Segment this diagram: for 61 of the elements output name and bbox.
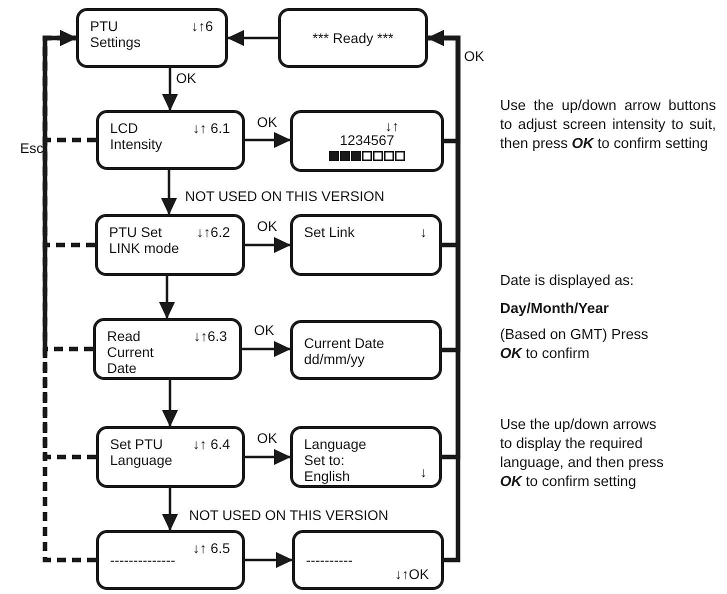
screen-box <box>96 110 245 170</box>
menu-index: ↓↑OK <box>394 566 429 582</box>
menu-index: ↓ <box>420 464 427 480</box>
arrow <box>245 132 291 148</box>
arrow <box>162 380 178 427</box>
arrow <box>242 341 291 357</box>
screen-text: ↓↑ <box>385 118 399 134</box>
edge-label: OK <box>257 430 278 446</box>
screen-text: Read Current Date <box>107 328 155 376</box>
screen-text: Set Link <box>304 224 355 240</box>
screen-box <box>76 8 228 68</box>
edge-label: OK <box>464 48 484 64</box>
edge-label: OK <box>176 70 196 86</box>
screen-box <box>96 530 245 590</box>
escape-connector <box>42 30 96 562</box>
edge-label: OK <box>257 218 278 234</box>
arrow <box>427 30 460 562</box>
instruction-note: (Based on GMT) Press OK to confirm <box>500 326 650 364</box>
screen-text: Current Date dd/mm/yy <box>304 335 386 367</box>
screen-text: Set PTU Language <box>110 436 174 468</box>
menu-index: ↓↑6.3 <box>194 328 227 344</box>
screen-box <box>96 426 245 488</box>
menu-index: ↓↑ 6.1 <box>192 120 230 136</box>
screen-text: ---------- <box>306 552 353 568</box>
arrow <box>245 552 293 568</box>
screen-box <box>278 8 428 68</box>
menu-index: 1234567 <box>338 132 396 148</box>
arrow <box>162 488 178 531</box>
arrow <box>161 170 177 215</box>
screen-text: -------------- <box>110 552 176 568</box>
menu-index: ↓↑6.2 <box>196 224 230 240</box>
screen-text: PTU Settings <box>90 18 142 50</box>
edge-label: Esc <box>20 140 44 156</box>
screen-text: *** Ready *** <box>312 30 394 46</box>
arrow <box>227 30 278 46</box>
notice-text: NOT USED ON THIS VERSION <box>185 188 384 204</box>
screen-box <box>290 214 442 276</box>
screen-box <box>95 214 245 276</box>
date-format-text: Day/Month/Year <box>500 300 610 319</box>
edge-label: OK <box>257 114 278 130</box>
arrow <box>245 449 291 465</box>
instruction-note: Use the up/down arrow buttons to adjust screen intensity to suit, then press OK to confirm setting <box>500 97 716 154</box>
notice-text: NOT USED ON THIS VERSION <box>189 507 388 523</box>
menu-index: ↓↑6 <box>191 18 213 34</box>
screen-text: LCD Intensity <box>110 120 164 152</box>
menu-index: ↓↑ 6.5 <box>192 540 230 556</box>
screen-box <box>290 110 444 172</box>
instruction-note: Use the up/down arrows to display the required language, and then press OK to confirm setting <box>500 416 665 492</box>
screen-text: PTU Set LINK mode <box>109 224 180 256</box>
screen-box <box>290 426 442 488</box>
edge-label: OK <box>254 322 274 338</box>
menu-index: ↓ <box>420 224 427 240</box>
arrow <box>159 276 175 319</box>
screen-box <box>290 320 442 380</box>
menu-index: ↓↑ 6.4 <box>192 436 230 452</box>
instruction-note: Date is displayed as: <box>500 272 635 291</box>
arrow <box>245 237 291 253</box>
arrow <box>162 68 178 111</box>
screen-box <box>292 530 444 590</box>
screen-box <box>93 318 242 380</box>
screen-text: Language Set to: English <box>304 436 368 484</box>
